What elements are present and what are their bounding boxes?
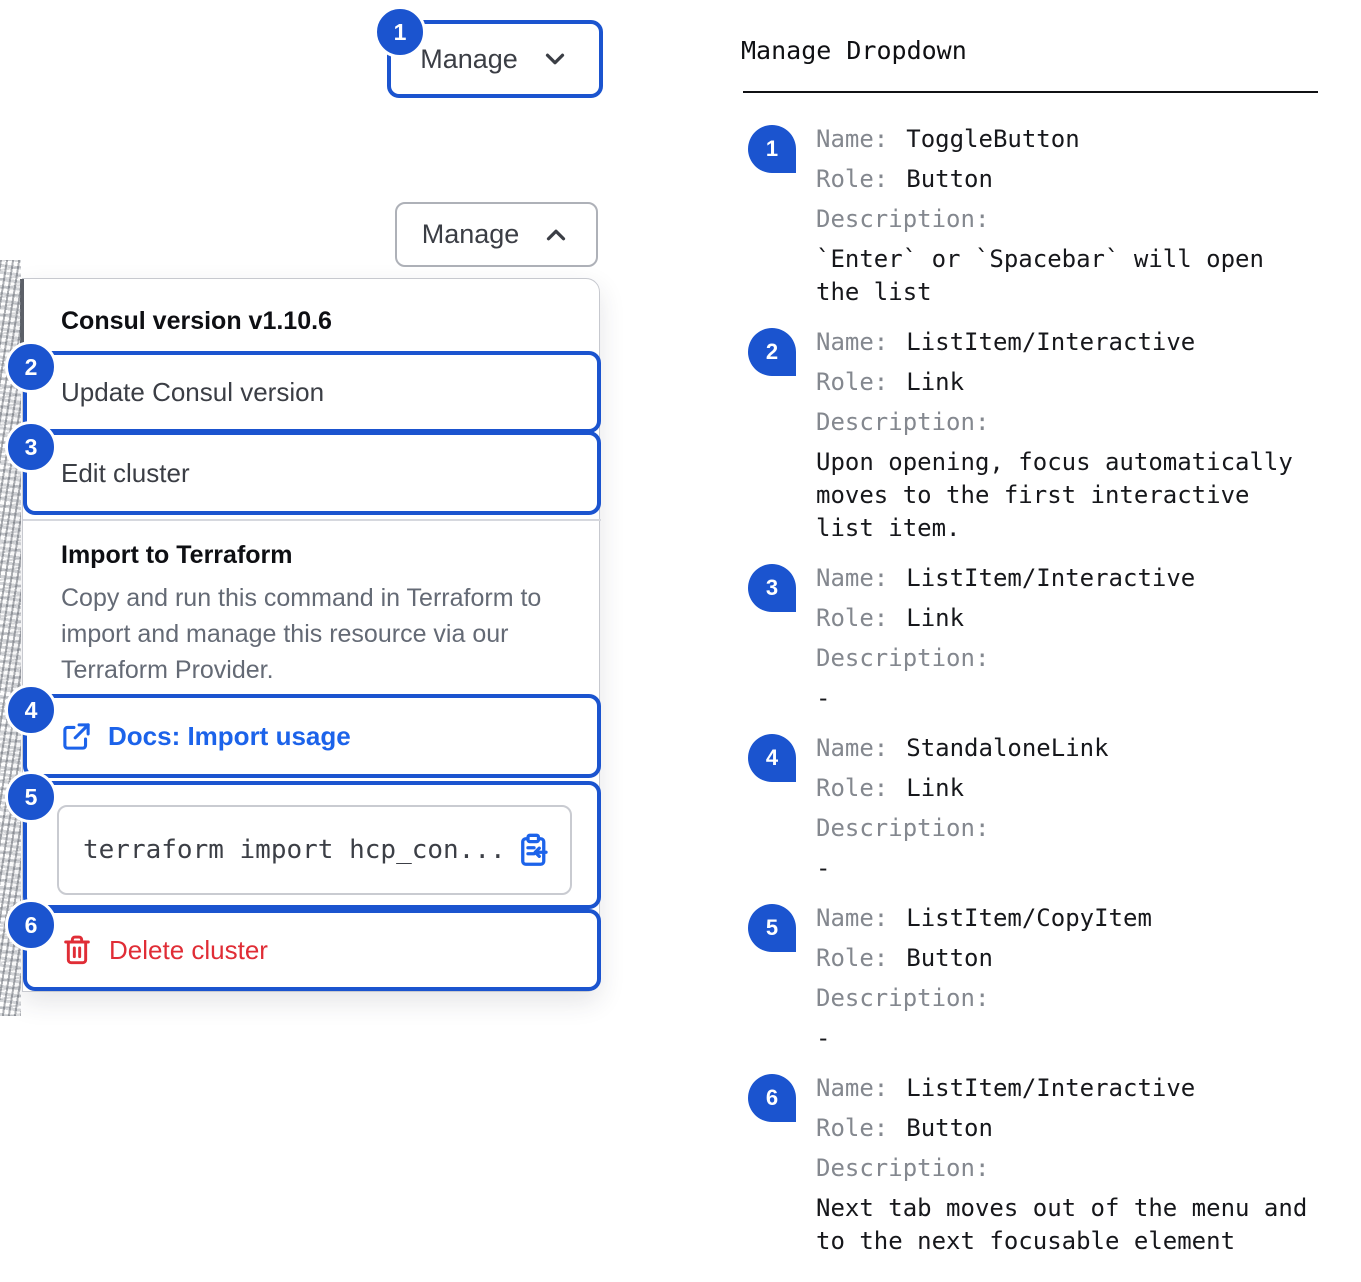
delete-cluster-label: Delete cluster	[109, 934, 268, 965]
description-label: Description:	[816, 644, 990, 672]
spec-badge-5: 5	[748, 904, 796, 952]
spec-badge-4: 4	[748, 734, 796, 782]
annotation-outline-1: Manage 1	[374, 6, 603, 98]
name-label: Name:	[816, 1074, 889, 1102]
role-label: Role:	[816, 165, 889, 193]
spec-badge-2: 2	[748, 328, 796, 376]
description-value: Next tab moves out of the menu and to th…	[816, 1194, 1308, 1255]
menu-item-delete-cluster[interactable]: Delete cluster	[27, 913, 597, 987]
terraform-command-copy-field[interactable]: terraform import hcp_con...	[57, 805, 572, 895]
manage-toggle-button-open[interactable]: Manage	[395, 202, 598, 267]
annotation-badge-6: 6	[5, 899, 57, 951]
description-value: -	[816, 684, 831, 712]
description-label: Description:	[816, 408, 990, 436]
name-value: ListItem/CopyItem	[906, 904, 1152, 932]
panel-cut-edge	[20, 279, 24, 349]
description-label: Description:	[816, 1154, 990, 1182]
name-label: Name:	[816, 734, 889, 762]
annotation-outline-2: Update Consul version 2	[5, 341, 601, 433]
annotation-badge-1: 1	[374, 6, 426, 58]
description-value: Upon opening, focus automatically moves …	[816, 448, 1293, 542]
name-value: ToggleButton	[906, 125, 1080, 153]
menu-item-label: Edit cluster	[61, 457, 190, 488]
role-label: Role:	[816, 944, 889, 972]
spec-item-1: 1 Name: ToggleButton Role: Button Descript…	[741, 119, 1319, 309]
name-value: ListItem/Interactive	[906, 328, 1196, 356]
description-label: Description:	[816, 984, 990, 1012]
annotation-outline-4: Docs: Import usage 4	[5, 684, 601, 778]
spec-title-rule	[742, 91, 1318, 93]
menu-divider	[23, 519, 601, 521]
import-terraform-title: Import to Terraform	[61, 541, 293, 569]
spec-item-4: 4 Name: StandaloneLink Role: Link Descript…	[741, 728, 1319, 885]
role-value: Link	[906, 368, 965, 396]
clipboard-copy-icon[interactable]	[516, 832, 552, 868]
role-label: Role:	[816, 1114, 889, 1142]
name-value: ListItem/Interactive	[906, 564, 1196, 592]
manage-dropdown-menu: Consul version v1.10.6 Update Consul ver…	[5, 278, 601, 992]
role-value: Button	[906, 165, 993, 193]
name-value: ListItem/Interactive	[906, 1074, 1196, 1102]
menu-item-update-consul-version[interactable]: Update Consul version	[27, 355, 597, 429]
description-label: Description:	[816, 814, 990, 842]
spec-pane: Manage Dropdown 1 Name: ToggleButton Role…	[741, 33, 1319, 1271]
name-label: Name:	[816, 904, 889, 932]
trash-icon	[64, 935, 90, 965]
name-label: Name:	[816, 564, 889, 592]
role-label: Role:	[816, 604, 889, 632]
manage-button-label: Manage	[421, 219, 520, 249]
name-value: StandaloneLink	[906, 734, 1109, 762]
spec-list: 1 Name: ToggleButton Role: Button Descript…	[741, 119, 1319, 1258]
spec-badge-3: 3	[748, 564, 796, 612]
docs-link-label: Docs: Import usage	[108, 720, 351, 751]
spec-badge-1: 1	[748, 125, 796, 173]
chevron-down-icon	[545, 53, 564, 65]
menu-item-edit-cluster[interactable]: Edit cluster	[27, 435, 597, 511]
menu-item-label: Update Consul version	[61, 376, 325, 407]
annotation-outline-6: Delete cluster 6	[5, 899, 601, 991]
role-value: Button	[906, 944, 993, 972]
spec-item-2: 2 Name: ListItem/Interactive Role: Link De…	[741, 322, 1319, 545]
spec-item-5: 5 Name: ListItem/CopyItem Role: Button Des…	[741, 898, 1319, 1055]
annotation-outline-5: terraform import hcp_con... 5	[5, 771, 601, 909]
spec-badge-6: 6	[748, 1074, 796, 1122]
role-label: Role:	[816, 774, 889, 802]
annotation-badge-2: 2	[5, 341, 57, 393]
spec-item-6: 6 Name:ListItem/Interactive Role:Button …	[741, 1068, 1319, 1258]
annotation-outline-3: Edit cluster 3	[5, 421, 601, 515]
role-value: Link	[906, 604, 965, 632]
name-label: Name:	[816, 125, 889, 153]
annotation-badge-5: 5	[5, 771, 57, 823]
role-label: Role:	[816, 368, 889, 396]
name-label: Name:	[816, 328, 889, 356]
manage-button-label: Manage	[420, 43, 518, 74]
annotation-badge-3: 3	[5, 421, 57, 473]
terraform-command-text: terraform import hcp_con...	[83, 835, 506, 865]
docs-import-usage-link[interactable]: Docs: Import usage	[27, 698, 597, 774]
description-label: Description:	[816, 205, 990, 233]
chevron-up-icon	[547, 229, 566, 240]
role-value: Button	[906, 1114, 993, 1142]
consul-version-header: Consul version v1.10.6	[61, 307, 332, 335]
role-value: Link	[906, 774, 965, 802]
spec-title: Manage Dropdown	[741, 36, 967, 65]
description-value: -	[816, 1024, 831, 1052]
annotation-badge-4: 4	[5, 684, 57, 736]
description-value: -	[816, 854, 831, 882]
import-terraform-description: Copy and run this command in Terraform t…	[61, 584, 542, 684]
spec-item-3: 3 Name: ListItem/Interactive Role: Link De…	[741, 558, 1319, 715]
external-link-icon	[63, 722, 90, 750]
manage-toggle-button-closed[interactable]: Manage	[391, 24, 599, 94]
description-value: `Enter` or `Spacebar` will open the list	[816, 245, 1264, 306]
